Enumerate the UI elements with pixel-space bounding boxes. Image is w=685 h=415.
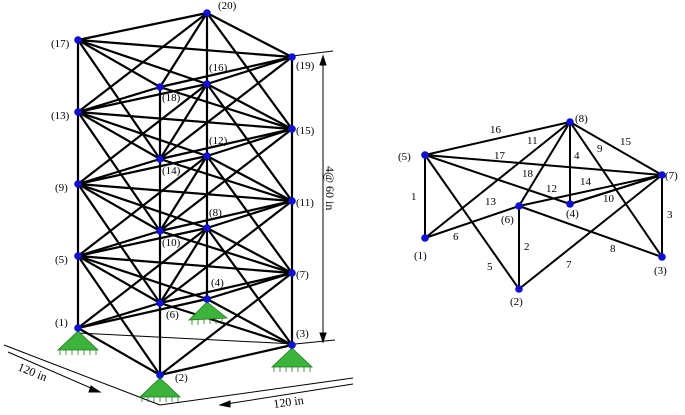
module-node-label-4: (4) [566, 208, 579, 220]
module-node-3 [658, 253, 666, 261]
member-label-6: 6 [453, 231, 459, 243]
member-label-1: 1 [411, 191, 417, 203]
width-dimension-right-label: 120 in [272, 393, 304, 411]
node-19 [288, 53, 296, 61]
support-node-4 [187, 301, 229, 321]
node-label-6: (6) [166, 309, 179, 321]
node-16 [203, 80, 211, 88]
module-nodes [421, 118, 666, 293]
node-1 [74, 324, 82, 332]
node-3 [288, 341, 296, 349]
module-node-1 [421, 234, 429, 242]
member-label-2: 2 [524, 241, 530, 253]
member-label-15: 15 [620, 136, 632, 148]
node-4 [203, 295, 211, 303]
member-label-10: 10 [603, 193, 615, 205]
member-label-12: 12 [546, 183, 557, 195]
support-node-3 [270, 347, 314, 368]
node-label-7: (7) [296, 269, 309, 281]
node-label-13: (13) [51, 110, 70, 122]
member-label-14: 14 [580, 176, 592, 188]
node-20 [203, 9, 211, 17]
node-14 [156, 155, 164, 163]
node-label-20: (20) [218, 0, 237, 12]
module-node-label-6: (6) [501, 214, 514, 226]
member-label-5: 5 [487, 261, 493, 273]
fixed-supports [56, 301, 314, 402]
truss-members [76, 11, 294, 377]
node-12 [203, 152, 211, 160]
dimension-lines [3, 50, 354, 408]
module-node-2 [515, 285, 523, 293]
node-label-8: (8) [209, 207, 222, 219]
member-label-8: 8 [610, 243, 616, 255]
module-node-label-7: (7) [665, 170, 678, 182]
node-label-1: (1) [55, 317, 68, 329]
node-5 [74, 252, 82, 260]
node-label-2: (2) [175, 372, 188, 384]
node-label-17: (17) [51, 38, 70, 50]
module-node-4 [566, 200, 574, 208]
module-node-label-3: (3) [654, 265, 667, 277]
node-label-12: (12) [209, 135, 228, 147]
module-node-label-8: (8) [575, 113, 588, 125]
member-label-3: 3 [667, 209, 673, 221]
width-dimension-left-label: 120 in [16, 360, 49, 384]
module-node-labels: (1) (2) (3) (4) (5) (6) (7) (8) [398, 113, 678, 308]
node-9 [74, 180, 82, 188]
member-labels: 1 2 3 4 5 6 7 8 9 10 11 12 13 14 15 16 1… [411, 124, 673, 273]
node-6 [156, 299, 164, 307]
node-10 [156, 227, 164, 235]
member-label-18: 18 [522, 168, 534, 180]
node-18 [156, 83, 164, 91]
node-label-3: (3) [296, 328, 309, 340]
node-label-9: (9) [55, 182, 68, 194]
module-members [424, 121, 663, 290]
height-dimension-label: 4@ 60 in [323, 166, 337, 210]
node-13 [74, 108, 82, 116]
node-label-15: (15) [296, 125, 315, 137]
node-11 [288, 197, 296, 205]
space-truss-72-bar: (1) (2) (3) (4) (5) (6) (7) (8) (9) (10)… [3, 0, 354, 411]
node-label-10: (10) [162, 237, 181, 249]
module-node-label-5: (5) [398, 151, 411, 163]
member-label-17: 17 [494, 150, 506, 162]
node-label-14: (14) [162, 165, 181, 177]
node-label-4: (4) [211, 277, 224, 289]
module-node-label-2: (2) [510, 296, 523, 308]
module-node-7 [658, 171, 666, 179]
member-label-13: 13 [485, 196, 497, 208]
module-node-label-1: (1) [414, 250, 427, 262]
module-node-6 [515, 202, 523, 210]
support-node-2 [138, 377, 182, 398]
module-node-5 [421, 151, 429, 159]
node-labels: (1) (2) (3) (4) (5) (6) (7) (8) (9) (10)… [51, 0, 315, 384]
node-label-16: (16) [209, 62, 228, 74]
node-17 [74, 36, 82, 44]
member-label-7: 7 [566, 259, 572, 271]
node-8 [203, 224, 211, 232]
member-label-9: 9 [597, 143, 603, 155]
node-label-18: (18) [162, 92, 181, 104]
node-label-19: (19) [296, 60, 315, 72]
node-label-11: (11) [296, 197, 314, 209]
node-15 [288, 125, 296, 133]
member-label-4: 4 [574, 150, 580, 162]
truss-nodes [74, 9, 296, 379]
member-label-11: 11 [527, 135, 538, 147]
node-7 [288, 269, 296, 277]
member-label-16: 16 [490, 124, 502, 136]
truss-module-detail: (1) (2) (3) (4) (5) (6) (7) (8) 1 2 3 4 … [398, 113, 678, 308]
module-node-8 [566, 118, 574, 126]
node-2 [156, 371, 164, 379]
node-label-5: (5) [55, 254, 68, 266]
